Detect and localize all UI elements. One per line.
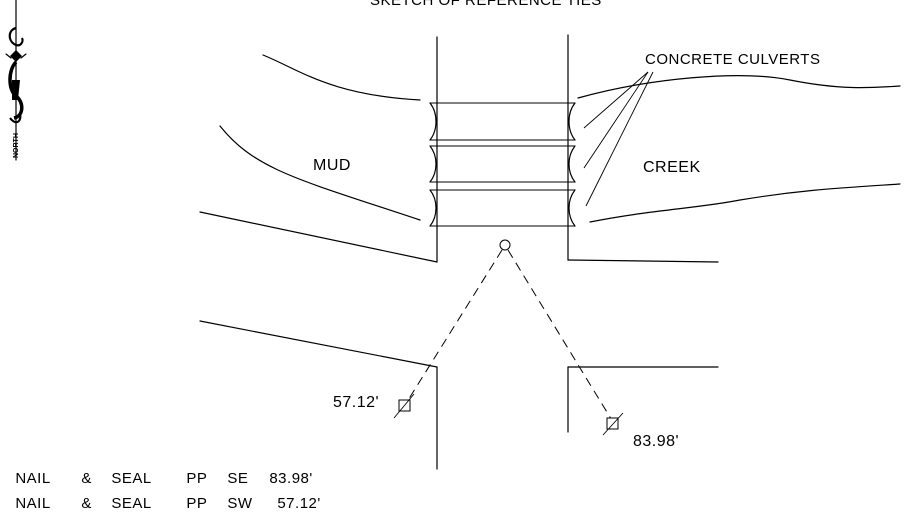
tie-word: PP xyxy=(186,470,208,487)
mud-label: MUD xyxy=(313,157,351,174)
tie-marker-se-icon xyxy=(602,412,624,436)
culvert-leader-lines xyxy=(583,71,654,207)
tie-direction: SW xyxy=(227,495,253,512)
tie-word: & xyxy=(81,470,92,487)
tie-distance: 57.12' xyxy=(277,495,321,512)
tie-line-se xyxy=(507,249,614,423)
tie-word: PP xyxy=(186,495,208,512)
north-arrow-icon: NORTH xyxy=(5,0,27,161)
tie-row: NAIL & SEAL PP SW 57.12' xyxy=(6,478,337,512)
tie-direction: SE xyxy=(227,470,249,487)
road-edge-left-top xyxy=(199,211,438,263)
mud-bank-upper xyxy=(262,54,421,101)
concrete-culverts xyxy=(429,102,576,227)
distance-label-se: 83.98' xyxy=(633,433,679,450)
reference-point xyxy=(499,239,511,251)
tie-word: & xyxy=(81,495,92,512)
tie-row: NAIL & SEAL PP SE 83.98' xyxy=(6,453,329,487)
creek-bank-upper xyxy=(577,75,901,99)
tie-word: NAIL xyxy=(15,495,51,512)
sketch-title: SKETCH OF REFERENCE TIES xyxy=(370,0,602,9)
creek-label: CREEK xyxy=(643,159,701,176)
tie-word: NAIL xyxy=(15,470,51,487)
tie-marker-sw-icon xyxy=(393,393,415,419)
north-label: NORTH xyxy=(13,133,20,158)
culverts-label: CONCRETE CULVERTS xyxy=(645,51,820,68)
mud-bank-lower xyxy=(219,125,421,221)
tie-line-sw xyxy=(404,249,503,406)
road-edge-left-lower xyxy=(199,320,438,368)
tie-word: SEAL xyxy=(111,495,152,512)
creek-bank-lower xyxy=(589,183,901,223)
tie-word: SEAL xyxy=(111,470,152,487)
distance-label-sw: 57.12' xyxy=(333,394,379,411)
tie-distance: 83.98' xyxy=(269,470,313,487)
road-edge-right-top xyxy=(567,259,719,263)
